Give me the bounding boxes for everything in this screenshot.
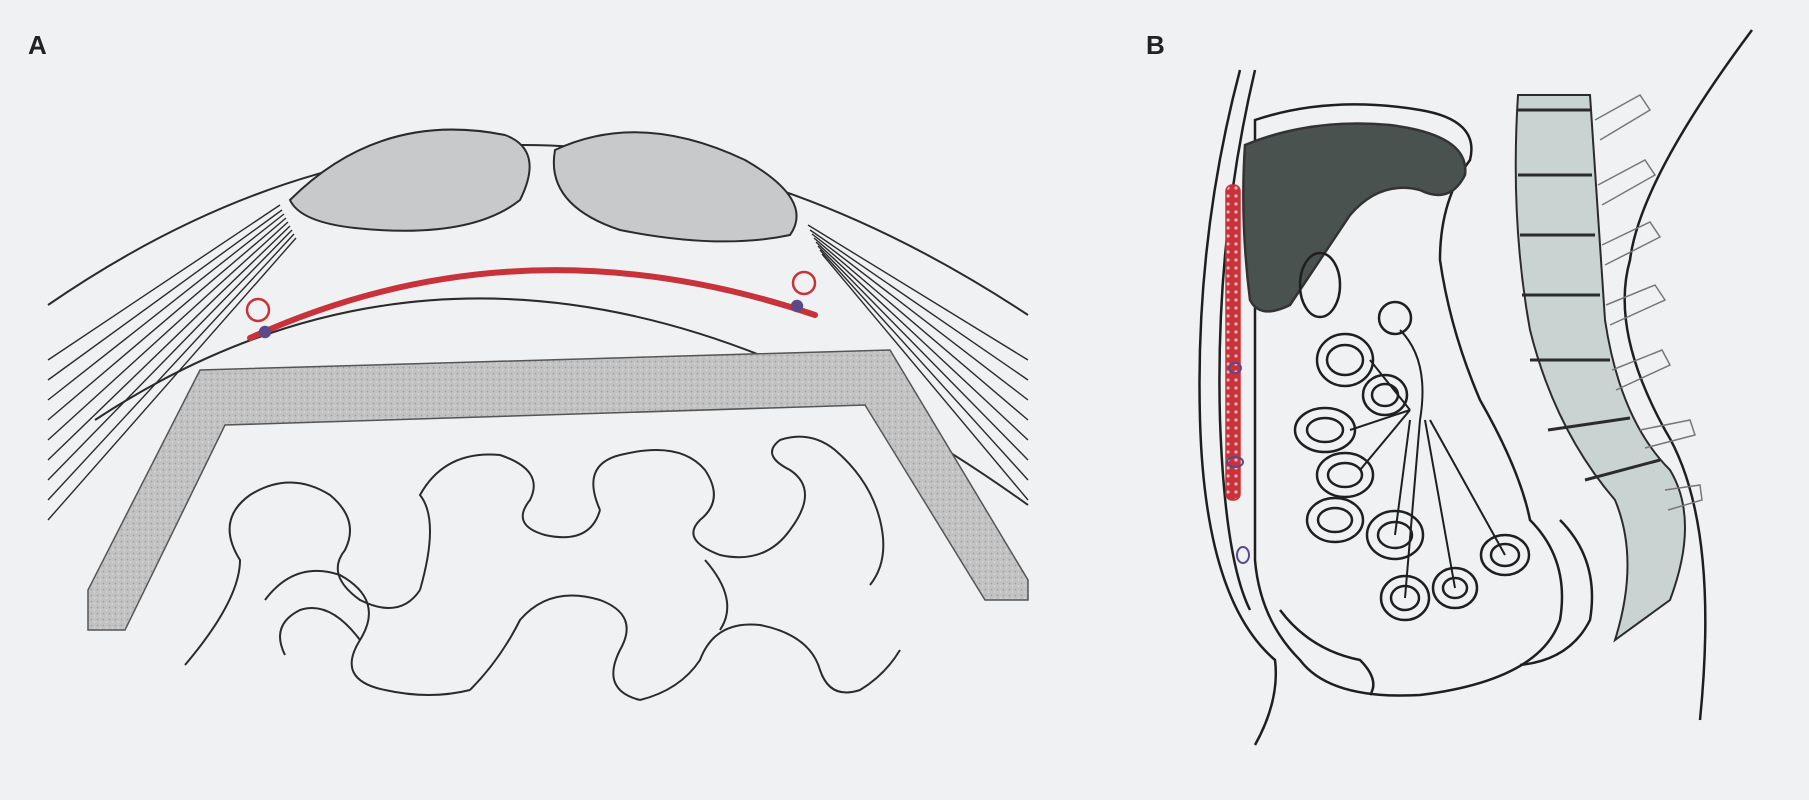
suture-right [790, 270, 817, 313]
panel-label-a: A [28, 30, 47, 60]
transverse-colon [1298, 251, 1342, 319]
lateral-muscles-left [47, 204, 297, 521]
anterior-wall-inner [1218, 69, 1257, 611]
rectus-muscle-right [552, 131, 798, 243]
anterior-abdominal-wall [1198, 69, 1278, 746]
pelvic-organ [1519, 519, 1594, 667]
skin-outline [47, 144, 1029, 316]
peritoneal-cavity [1253, 103, 1564, 697]
omentum-band [87, 349, 1029, 631]
lateral-muscles-right [807, 224, 1029, 501]
rectus-muscle-left [288, 128, 531, 232]
panel-a-transverse-section [47, 128, 1029, 701]
liver [1242, 122, 1467, 313]
small-bowel-loops [1293, 332, 1531, 622]
bowel-loops [184, 435, 901, 701]
vertebral-column [1514, 94, 1686, 643]
panel-label-b: B [1146, 30, 1165, 60]
mesh-transverse [247, 267, 818, 341]
mesentery [1349, 329, 1506, 599]
mesh-sagittal [1225, 184, 1241, 501]
bladder [1279, 609, 1375, 696]
intervertebral-discs [1518, 108, 1661, 482]
duodenum [1377, 300, 1413, 336]
panel-b-sagittal-section [1198, 29, 1754, 746]
posterior-body-contour [1623, 29, 1754, 721]
suture-left [245, 297, 272, 339]
sagittal-sutures [1226, 362, 1250, 564]
spinous-processes [1594, 94, 1703, 511]
